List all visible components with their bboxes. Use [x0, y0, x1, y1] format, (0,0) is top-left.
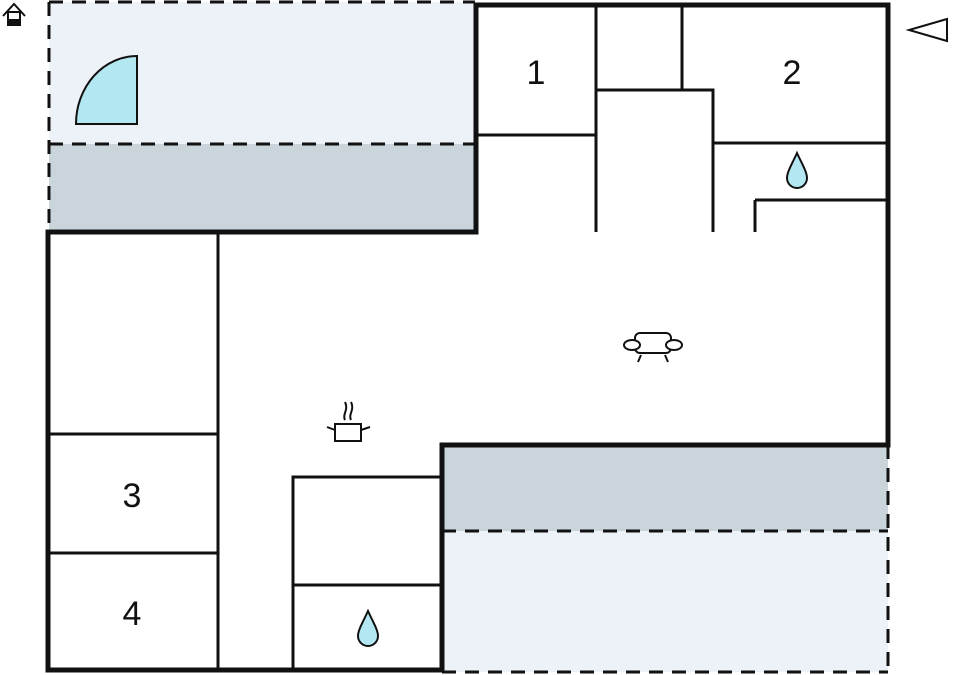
sofa-icon [623, 332, 683, 363]
direction-arrow-icon [905, 17, 948, 43]
room-label-2: 2 [783, 54, 802, 92]
interior-walls [48, 5, 886, 670]
terrace-bottom-right [442, 445, 890, 674]
water-drop-icon [785, 150, 809, 189]
room-label-3: 3 [123, 477, 142, 515]
exterior-walls [45, 2, 891, 673]
home-entrance-icon [2, 2, 26, 26]
room-label-4: 4 [123, 595, 142, 633]
room-label-1: 1 [527, 54, 546, 92]
door-swing-icon [74, 54, 138, 125]
water-drop-icon [356, 608, 380, 647]
cooking-pot-icon [326, 401, 371, 442]
